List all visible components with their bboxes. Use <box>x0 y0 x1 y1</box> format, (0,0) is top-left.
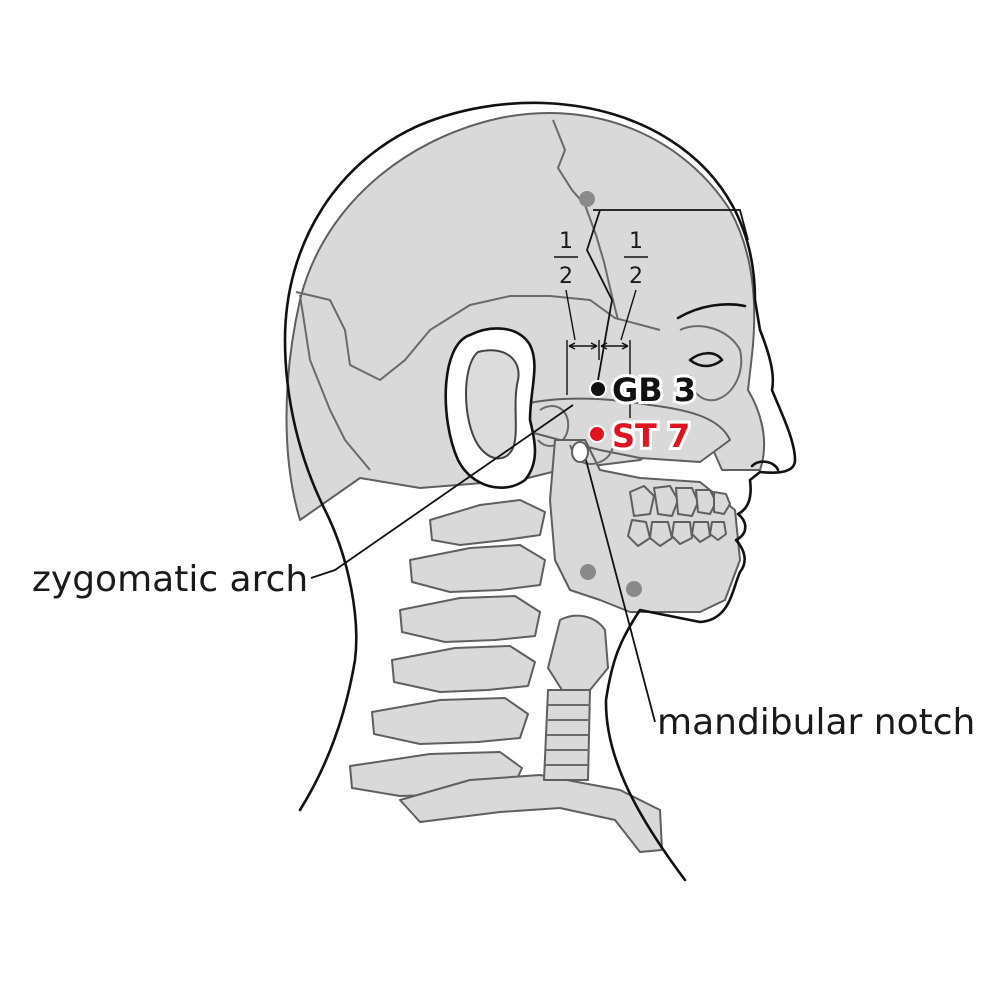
leader-lines <box>310 209 749 723</box>
ear <box>444 327 537 489</box>
fraction-left-numerator: 1 <box>559 229 573 254</box>
mastoid-outline <box>537 405 570 447</box>
teeth <box>627 485 731 547</box>
mandibular-leader <box>585 459 656 723</box>
eyebrow <box>676 303 747 320</box>
cervical-spine <box>349 499 663 853</box>
eye <box>688 351 724 368</box>
nose-nostril <box>750 460 780 472</box>
squamous-suture <box>295 291 661 382</box>
head-outline <box>283 101 797 882</box>
vertebra-3 <box>399 595 541 643</box>
condyle-hole <box>571 441 589 463</box>
skin-outline <box>283 101 797 882</box>
zygomatic-bone <box>519 397 731 463</box>
clavicle <box>399 774 663 853</box>
anatomy-labels: zygomatic arch mandibular notch <box>32 559 975 743</box>
orbit <box>679 325 743 402</box>
zygomatic-arch-label: zygomatic arch <box>32 559 308 600</box>
vertebra-2 <box>409 544 546 593</box>
fraction-right-denominator: 2 <box>629 264 643 289</box>
gb3-point <box>589 380 607 398</box>
gb3-leader <box>593 209 749 241</box>
fraction-right-numerator: 1 <box>629 229 643 254</box>
st7-point <box>588 425 606 443</box>
gb3-vertical <box>586 209 613 387</box>
st7-label: ST 7 <box>612 417 690 455</box>
grey-point-jaw-2 <box>626 581 642 597</box>
vertebra-5 <box>371 697 529 745</box>
gb3-label: GB 3 <box>612 371 696 409</box>
vertebra-4 <box>391 645 536 693</box>
larynx <box>543 614 609 781</box>
dim-arrow-right <box>600 342 629 350</box>
dim-arrow-left <box>568 342 598 350</box>
other-points <box>579 191 642 597</box>
mandible <box>549 439 741 613</box>
half-measurement: 1 2 1 2 <box>554 229 648 418</box>
inner-ear <box>465 349 520 460</box>
highlighted-points: GB 3 ST 7 <box>588 368 699 458</box>
grey-point-jaw-1 <box>580 564 596 580</box>
thyroid-cartilage <box>547 614 609 691</box>
grey-point-temple <box>579 191 595 207</box>
lambdoid-suture <box>299 294 371 471</box>
skull <box>285 112 766 521</box>
mandibular-notch-label: mandibular notch <box>657 702 975 743</box>
zygomatic-leader <box>310 404 574 579</box>
fraction-left-denominator: 2 <box>559 264 573 289</box>
vertebra-1 <box>429 499 546 546</box>
